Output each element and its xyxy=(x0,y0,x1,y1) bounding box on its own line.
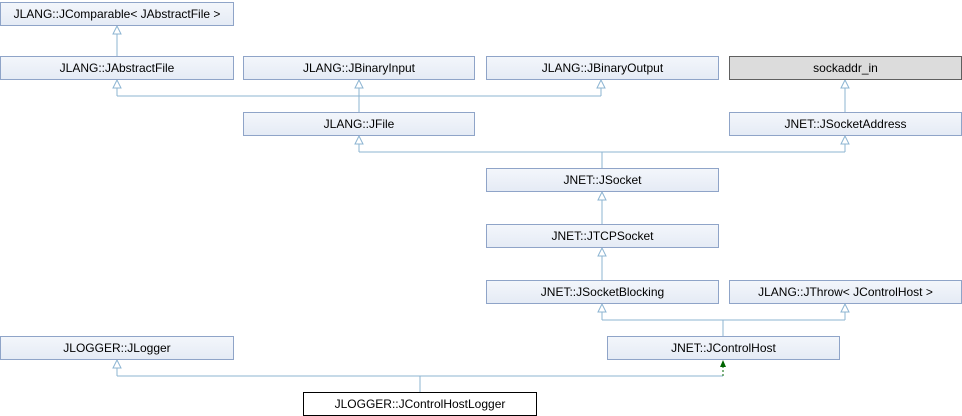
edge-logger-to-jlogger xyxy=(116,360,723,392)
inheritance-arrowhead xyxy=(112,78,122,89)
node-jabstractfile[interactable]: JLANG::JAbstractFile xyxy=(0,56,234,80)
inheritance-arrowhead xyxy=(596,78,606,89)
inheritance-arrowhead xyxy=(840,302,850,313)
inheritance-arrowhead xyxy=(840,134,850,145)
node-jsocketaddress[interactable]: JNET::JSocketAddress xyxy=(729,112,962,136)
node-jbinaryinput[interactable]: JLANG::JBinaryInput xyxy=(243,56,475,80)
node-jcontrolhostlogger[interactable]: JLOGGER::JControlHostLogger xyxy=(303,392,537,416)
inheritance-arrowhead xyxy=(112,24,122,35)
edge-jcontrolhost-to-parents xyxy=(601,304,846,336)
node-jtcpsocket[interactable]: JNET::JTCPSocket xyxy=(486,224,719,248)
usage-arrowhead xyxy=(720,360,726,367)
edge-jsocket-to-parents xyxy=(358,136,846,168)
node-jcontrolhost[interactable]: JNET::JControlHost xyxy=(607,336,840,360)
node-jlogger[interactable]: JLOGGER::JLogger xyxy=(0,336,234,360)
inheritance-arrowhead xyxy=(112,358,122,369)
inheritance-arrowhead xyxy=(354,78,364,89)
inheritance-arrowhead xyxy=(597,190,607,201)
node-jcomparable[interactable]: JLANG::JComparable< JAbstractFile > xyxy=(0,2,234,26)
inheritance-arrowhead xyxy=(597,302,607,313)
node-jthrow[interactable]: JLANG::JThrow< JControlHost > xyxy=(729,280,962,304)
inheritance-arrowhead xyxy=(354,134,364,145)
node-jfile[interactable]: JLANG::JFile xyxy=(243,112,475,136)
inheritance-arrowhead xyxy=(597,246,607,257)
inheritance-arrowhead xyxy=(840,78,850,89)
node-jsocketblocking[interactable]: JNET::JSocketBlocking xyxy=(486,280,719,304)
node-sockaddr-in[interactable]: sockaddr_in xyxy=(729,56,962,80)
node-jbinaryoutput[interactable]: JLANG::JBinaryOutput xyxy=(486,56,719,80)
node-jsocket[interactable]: JNET::JSocket xyxy=(486,168,719,192)
